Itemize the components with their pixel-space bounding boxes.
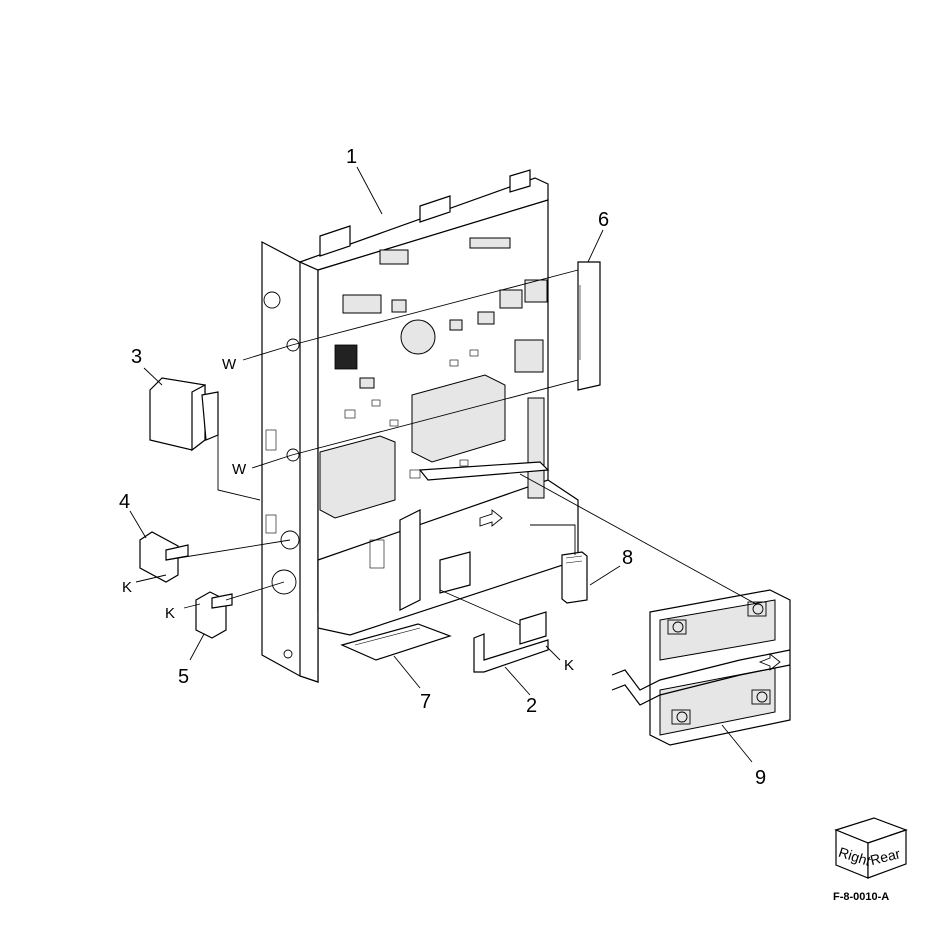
part-5-bracket [195,591,233,639]
callout-4: 4 [119,491,130,513]
cube-rear-face: Rear [868,845,902,868]
callout-3: 3 [131,346,142,368]
figure-id: F-8-0010-A [833,891,889,903]
callout-7: 7 [420,691,431,713]
part-3-cover [149,377,219,452]
part-2-bracket [473,611,549,673]
callout-6: 6 [598,209,609,231]
screw-label-k-2: K [165,605,175,622]
orientation-cube: Right Rear [834,817,908,879]
callout-9: 9 [755,767,766,789]
screw-labels: W W K K K [122,356,574,674]
part-6-shield-plate [577,261,601,391]
screw-label-k-1: K [122,579,132,596]
part-8-sd-card [561,551,588,604]
callout-1: 1 [346,146,357,168]
screw-label-w-2: W [232,461,247,478]
part-4-bracket [139,531,189,583]
part-9-drive-tray [611,589,791,746]
screw-label-w-1: W [222,356,237,373]
part-7-plate [340,623,452,661]
callout-8: 8 [622,547,633,569]
screw-label-k-3: K [564,657,574,674]
leader-lines [129,166,757,763]
callout-2: 2 [526,695,537,717]
board-details [263,237,550,659]
callout-5: 5 [178,666,189,688]
callout-numbers: 1 2 3 4 5 6 7 8 9 [119,146,766,789]
